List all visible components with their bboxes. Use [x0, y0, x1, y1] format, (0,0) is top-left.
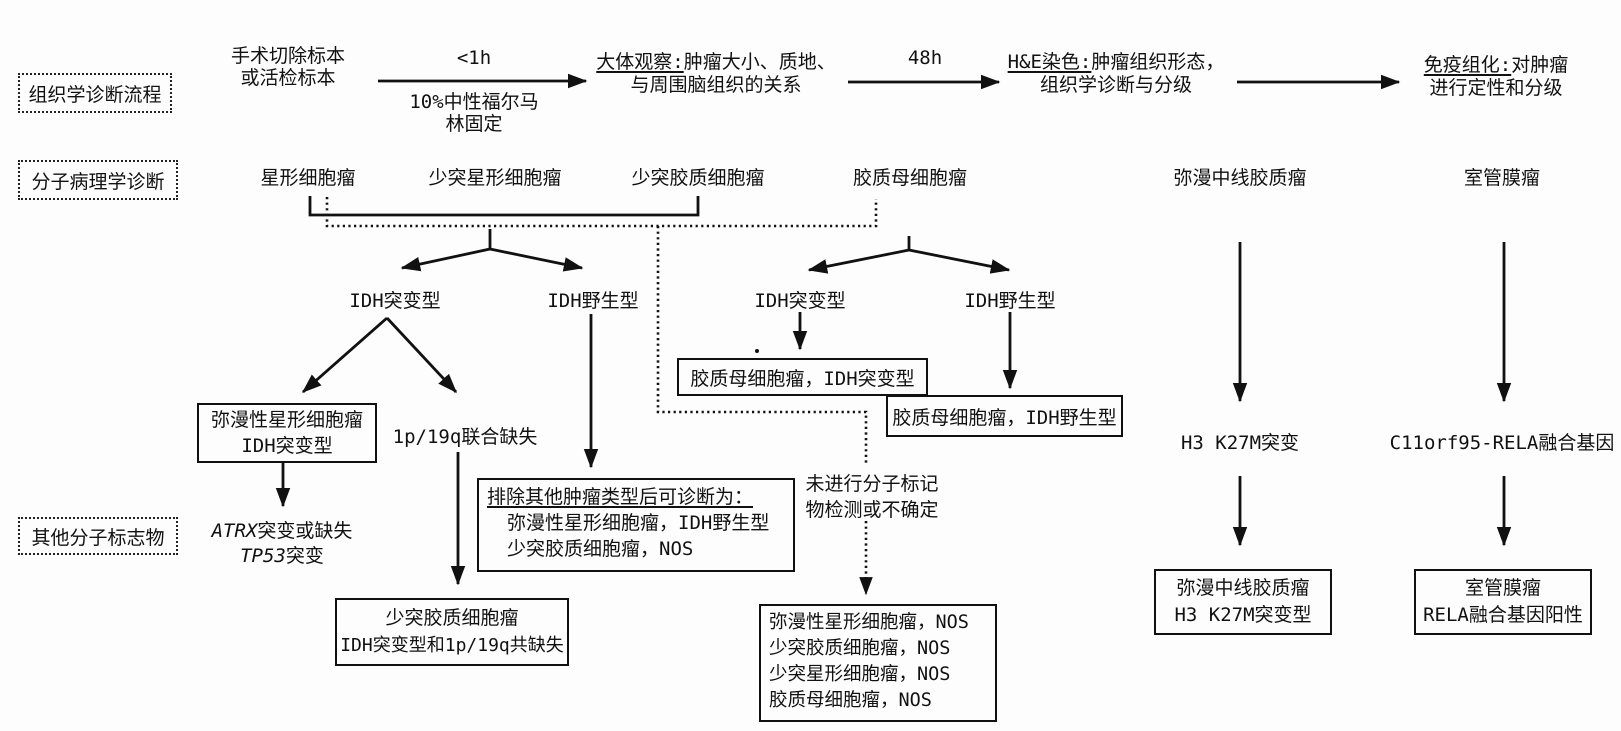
arrow-to-diffuse-astro-box: [301, 316, 388, 394]
ihc-text: 免疫组化:对肿瘤 进行定性和分级: [1423, 54, 1569, 99]
bracket-dotted-nos-group: [325, 197, 878, 228]
stage-label-histology: 组织学诊断流程: [18, 73, 172, 113]
gross-exam-text: 大体观察:肿瘤大小、质地、 与周围脑组织的关系: [596, 51, 836, 96]
stage-label-other-markers: 其他分子标志物: [18, 517, 178, 555]
idh-wildtype-right: IDH野生型: [964, 290, 1056, 312]
branch1-arrow-idh-mutant: [400, 247, 491, 272]
stage-label-other-markers-text: 其他分子标志物: [31, 526, 165, 549]
arrow-to-codeletion: [385, 317, 458, 394]
atrx-tp53-label: ATRX突变或缺失 TP53突变: [211, 520, 353, 567]
nos-diagnosis-box: 弥漫性星形细胞瘤，NOS 少突胶质细胞瘤，NOS 少突星形细胞瘤，NOS 胶质母…: [759, 604, 997, 722]
fixative-label: 10%中性福尔马 林固定: [409, 91, 539, 135]
gbm-wildtype-box: 胶质母细胞瘤，IDH野生型: [886, 395, 1123, 437]
branch2-arrow-idh-wildtype: [908, 248, 1011, 274]
idh-mutant-left: IDH突变型: [349, 290, 441, 312]
idh-mutant-right: IDH突变型: [754, 290, 846, 312]
fixation-time-label: <1h: [456, 47, 492, 69]
stain-time-label: 48h: [907, 47, 943, 69]
tumor-ependymoma: 室管膜瘤: [1463, 167, 1541, 189]
idh-wildtype-left: IDH野生型: [547, 290, 639, 312]
rela-fusion-label: C11orf95-RELA融合基因: [1389, 432, 1615, 454]
tumor-astrocytoma: 星形细胞瘤: [260, 167, 356, 189]
tumor-glioblastoma: 胶质母细胞瘤: [852, 167, 968, 189]
specimen-text: 手术切除标本 或活检标本: [230, 45, 346, 89]
not-tested-label: 未进行分子标记 物检测或不确定: [805, 473, 939, 521]
dotted-drop-to-not-tested: [656, 226, 868, 466]
midline-diagnosis-box: 弥漫中线胶质瘤 H3 K27M突变型: [1154, 569, 1332, 635]
branch2-arrow-idh-mutant: [807, 248, 910, 274]
tumor-diffuse-midline-glioma: 弥漫中线胶质瘤: [1173, 167, 1307, 189]
gbm-mutant-box: 胶质母细胞瘤，IDH突变型: [677, 358, 928, 396]
diffuse-astro-box: 弥漫性星形细胞瘤 IDH突变型: [197, 403, 377, 463]
h3k27m-label: H3 K27M突变: [1180, 432, 1300, 454]
stage-label-molecular: 分子病理学诊断: [18, 160, 178, 200]
tumor-oligoastrocytoma: 少突星形细胞瘤: [428, 167, 562, 189]
he-stain-text: H&E染色:肿瘤组织形态， 组织学诊断与分级: [1007, 51, 1225, 96]
tumor-oligodendroglioma: 少突胶质细胞瘤: [631, 167, 765, 189]
codeletion-label: 1p/19q联合缺失: [392, 426, 538, 448]
ependymoma-diagnosis-box: 室管膜瘤 RELA融合基因阳性: [1414, 569, 1592, 635]
oligo-diagnosis-box: 少突胶质细胞瘤 IDH突变型和1p/19q共缺失: [335, 598, 569, 666]
branch1-arrow-idh-wildtype: [489, 247, 584, 272]
stage-label-histology-text: 组织学诊断流程: [28, 83, 162, 106]
exclude-diagnosis-box: 排除其他肿瘤类型后可诊断为： 弥漫性星形细胞瘤，IDH野生型 少突胶质细胞瘤，N…: [477, 478, 795, 572]
stray-dot: [755, 349, 759, 353]
bracket-solid-glioma-group: [308, 196, 700, 217]
stage-label-molecular-text: 分子病理学诊断: [31, 170, 165, 193]
